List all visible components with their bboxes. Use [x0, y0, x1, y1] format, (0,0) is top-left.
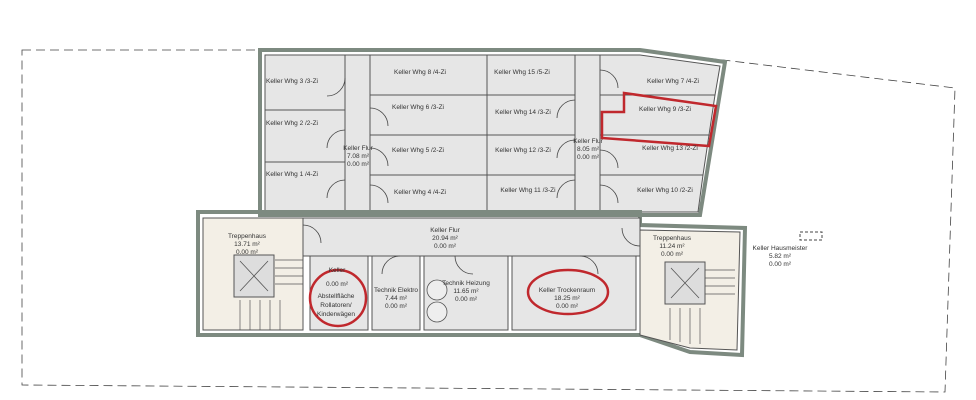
room-labels: Keller Whg 3 /3-Zi Keller Whg 2 /2-Zi Ke…	[228, 69, 808, 318]
label-whg5: Keller Whg 5 /2-Zi	[392, 147, 444, 154]
label-trocken-value: 0.00 m²	[556, 303, 579, 310]
label-heizung-value: 0.00 m²	[455, 296, 478, 303]
label-flur1-name: Keller Flur	[343, 145, 373, 152]
stairs-2	[669, 269, 735, 344]
label-trocken-area: 18.25 m²	[554, 295, 580, 302]
room-whg12[interactable]	[486, 134, 576, 176]
room-flur1[interactable]	[344, 54, 371, 213]
room-whg13-area[interactable]	[599, 94, 716, 136]
room-whg10[interactable]	[599, 174, 704, 213]
label-whg6: Keller Whg 6 /3-Zi	[392, 104, 444, 111]
label-treppe2-area: 11.24 m²	[659, 243, 685, 250]
label-whg11: Keller Whg 11 /3-Zi	[500, 187, 555, 194]
label-whg12: Keller Whg 12 /3-Zi	[495, 147, 551, 154]
plot-boundary	[21, 49, 956, 393]
room-whg5[interactable]	[369, 134, 488, 176]
label-abstell-2: Rollatoren/	[320, 302, 352, 309]
label-treppe1-value: 0.00 m²	[236, 249, 259, 256]
highlight-whg9	[600, 91, 718, 148]
label-whg9: Keller Whg 9 /3-Zi	[639, 106, 691, 113]
upper-block	[258, 48, 728, 217]
elevator-cross-icon	[239, 260, 269, 292]
room-whg2[interactable]	[264, 109, 346, 163]
room-whg11[interactable]	[486, 174, 576, 213]
room-flur3[interactable]	[302, 217, 641, 257]
label-treppe2-name: Treppenhaus	[653, 235, 692, 242]
label-flur2-area: 8.05 m²	[577, 146, 600, 153]
label-keller-value: 0.00 m²	[326, 281, 349, 288]
room-whg7[interactable]	[599, 54, 721, 96]
room-flur2[interactable]	[574, 54, 601, 213]
label-flur1-value: 0.00 m²	[347, 161, 370, 168]
lower-block	[196, 210, 748, 358]
label-flur1-area: 7.08 m²	[347, 153, 370, 160]
label-flur2-value: 0.00 m²	[577, 154, 600, 161]
stairs-1	[239, 259, 303, 330]
label-heizung-area: 11.65 m²	[453, 288, 479, 295]
highlight-trockenraum	[526, 268, 610, 316]
label-abstell-3: Kinderwägen	[317, 311, 355, 318]
room-whg14[interactable]	[486, 94, 576, 136]
room-whg6[interactable]	[369, 94, 488, 136]
label-whg7: Keller Whg 7 /4-Zi	[647, 78, 699, 85]
boiler-2	[426, 301, 448, 323]
label-elektro-name: Technik Elektro	[374, 287, 418, 294]
doors	[326, 69, 619, 204]
label-whg13: Keller Whg 13 /2-Zi	[642, 145, 698, 152]
label-hausmeister-value: 0.00 m²	[769, 261, 792, 268]
label-flur3-name: Keller Flur	[430, 227, 460, 234]
room-whg15[interactable]	[486, 54, 576, 96]
elevator-cross-icon	[670, 267, 700, 299]
label-whg1: Keller Whg 1 /4-Zi	[266, 171, 318, 178]
room-whg1[interactable]	[264, 161, 346, 213]
room-trockenraum[interactable]	[511, 255, 637, 331]
room-technik-elektro[interactable]	[371, 255, 421, 331]
hausmeister-marker	[799, 231, 823, 241]
label-whg2: Keller Whg 2 /2-Zi	[266, 120, 318, 127]
label-trocken-name: Keller Trockenraum	[539, 287, 595, 294]
upper-rooms	[264, 54, 721, 213]
label-abstell-1: Abstellfläche	[318, 293, 355, 300]
room-whg4[interactable]	[369, 174, 488, 213]
label-treppe2-value: 0.00 m²	[661, 251, 684, 258]
boiler-1	[426, 279, 448, 301]
label-hausmeister-name: Keller Hausmeister	[753, 245, 809, 252]
label-whg4: Keller Whg 4 /4-Zi	[394, 189, 446, 196]
label-whg8: Keller Whg 8 /4-Zi	[394, 69, 446, 76]
label-flur3-area: 20.94 m²	[432, 235, 458, 242]
label-whg3: Keller Whg 3 /3-Zi	[266, 78, 318, 85]
highlight-abstellflaeche	[308, 268, 368, 328]
label-flur3-value: 0.00 m²	[434, 243, 457, 250]
label-whg15: Keller Whg 15 /5-Zi	[494, 69, 550, 76]
doors-lower	[302, 224, 641, 275]
label-elektro-area: 7.44 m²	[385, 295, 408, 302]
label-whg14: Keller Whg 14 /3-Zi	[495, 109, 551, 116]
label-keller-name: Keller	[329, 267, 346, 274]
label-hausmeister-area: 5.82 m²	[769, 253, 792, 260]
label-flur2-name: Keller Flur	[573, 138, 603, 145]
label-heizung-name: Technik Heizung	[442, 280, 490, 287]
label-whg10: Keller Whg 10 /2-Zi	[637, 187, 693, 194]
label-treppe1-name: Treppenhaus	[228, 233, 267, 240]
label-elektro-value: 0.00 m²	[385, 303, 408, 310]
label-treppe1-area: 13.71 m²	[234, 241, 260, 248]
